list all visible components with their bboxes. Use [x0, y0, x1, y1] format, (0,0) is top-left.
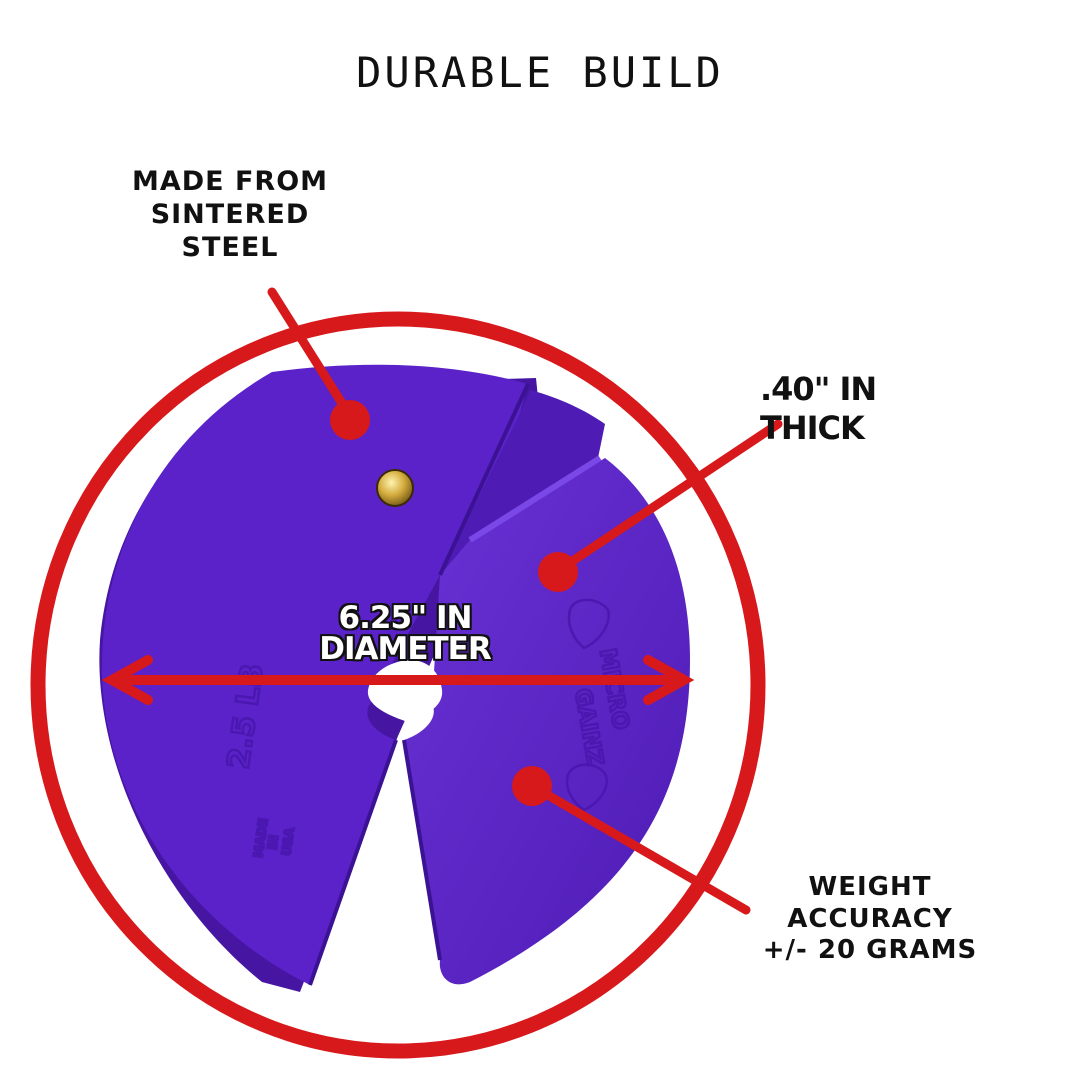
thickness-leader-line — [551, 419, 783, 577]
plate-origin-marking-1: MADE — [251, 817, 270, 858]
diameter-arrow — [101, 655, 695, 705]
accuracy-callout-label: WEIGHT ACCURACY +/- 20 GRAMS — [762, 872, 978, 966]
material-callout-label: MADE FROM SINTERED STEEL — [131, 166, 329, 263]
plate-origin-marking-3: USA — [279, 826, 297, 856]
bolt-icon — [376, 469, 414, 507]
diameter-callout-label: 6.25" IN DIAMETER — [319, 600, 491, 667]
brand-logo-icon — [567, 598, 610, 650]
thickness-callout-label: .40" IN THICK — [760, 370, 877, 448]
page-title: DURABLE BUILD — [356, 48, 724, 97]
plate-upper-right-segment — [440, 390, 605, 575]
callout-leaders — [267, 287, 783, 915]
plate-left-segment — [101, 364, 529, 985]
brand-logo-icon-lower — [565, 763, 608, 812]
plate-origin-marking-2: IN — [265, 834, 281, 850]
callout-dots — [330, 400, 578, 806]
material-leader-line — [267, 287, 355, 421]
plate-rim-highlight — [468, 455, 602, 543]
thickness-callout-dot — [538, 552, 578, 592]
accuracy-leader-line — [527, 781, 751, 915]
material-callout-dot — [330, 400, 370, 440]
plate-right-segment — [404, 458, 690, 985]
accuracy-callout-dot — [512, 766, 552, 806]
outline-circle — [30, 311, 766, 1059]
